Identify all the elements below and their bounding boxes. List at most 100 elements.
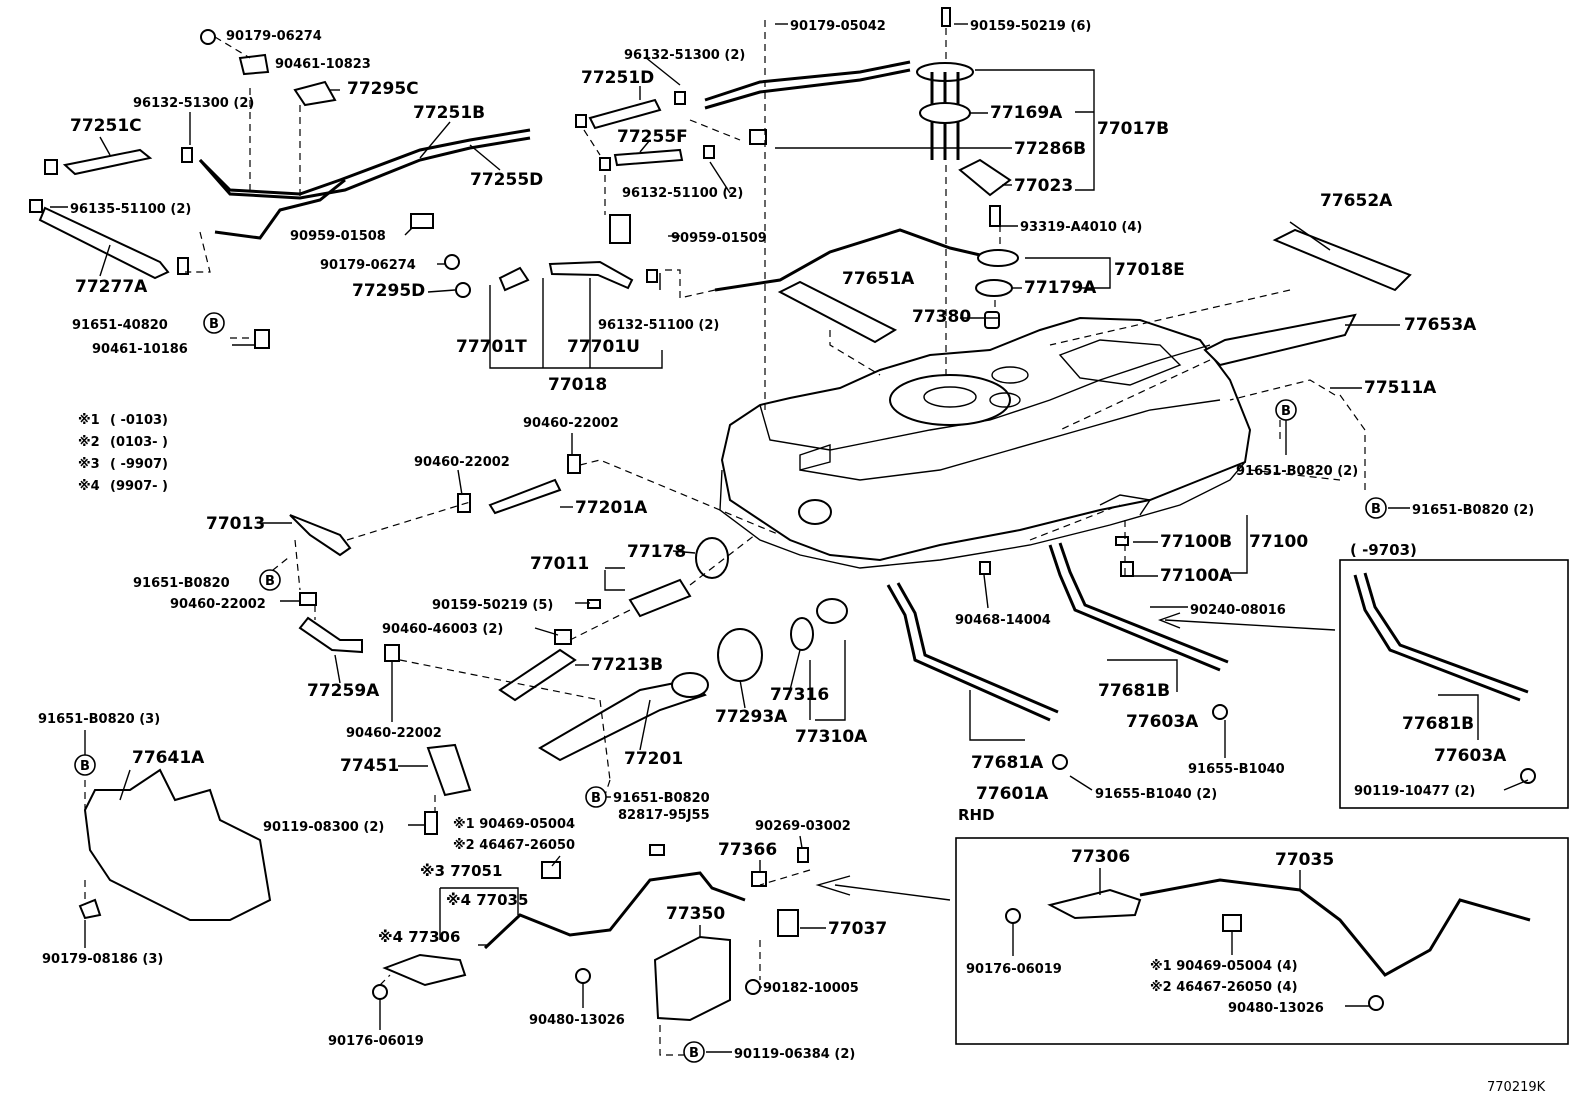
part-label-90119-10477: 90119-10477 (2) [1354, 784, 1475, 799]
fuel-tank [719, 316, 1252, 569]
part-label-90159-50219-5: 90159-50219 (5) [432, 598, 553, 613]
part-label-90959-01509: 90959-01509 [671, 231, 767, 246]
legend-mark-3: ※3 [78, 457, 100, 472]
dashed-leaders [84, 20, 1366, 1056]
part-label-90176-06019: 90176-06019 [328, 1034, 424, 1049]
part-label-77018E: 77018E [1114, 260, 1185, 280]
bolt-markers: B B B B B B B [74, 312, 1387, 1063]
part-label-96132-51100: 96132-51100 (2) [622, 186, 743, 201]
legend-range-4: (9907- ) [110, 479, 168, 494]
group-brackets [439, 69, 1479, 940]
svg-text:B: B [591, 791, 601, 806]
part-label-90119-06384: 90119-06384 (2) [734, 1047, 855, 1062]
part-label-77366: 77366 [718, 840, 777, 860]
part-label-90179-08186: 90179-08186 (3) [42, 952, 163, 967]
legend-mark-1: ※1 [78, 413, 100, 428]
part-label-96132-51300: 96132-51300 (2) [133, 96, 254, 111]
legend-mark-2: ※2 [78, 435, 100, 450]
part-label-77511A: 77511A [1364, 378, 1437, 398]
tank-straps [886, 536, 1536, 784]
svg-text:B: B [265, 574, 275, 589]
part-label-77350: 77350 [666, 904, 725, 924]
part-label-77652A: 77652A [1320, 191, 1393, 211]
part-label-90959-01508: 90959-01508 [290, 229, 386, 244]
part-label-91651-B0820-2a: 91651-B0820 (2) [1236, 464, 1358, 479]
pad-77653A [1203, 313, 1357, 367]
part-label-9703: ( -9703) [1350, 541, 1417, 559]
bolt-marker-6: B [74, 754, 96, 776]
part-label-46467-26050: ※2 46467-26050 [453, 838, 575, 853]
part-label-90240-08016: 90240-08016 [1190, 603, 1286, 618]
part-label-90460-22002-b: 90460-22002 [414, 455, 510, 470]
part-label-77293A: 77293A [715, 707, 788, 727]
svg-text:B: B [1371, 502, 1381, 517]
part-label-90480-13026: 90480-13026 [529, 1013, 625, 1028]
part-label-77100B: 77100B [1160, 532, 1232, 552]
heat-insulator [83, 768, 272, 921]
part-label-77316: 77316 [770, 685, 829, 705]
part-label-90461-10823: 90461-10823 [275, 57, 371, 72]
part-label-90460-22002-d: 90460-22002 [346, 726, 442, 741]
part-label-96135-51100: 96135-51100 (2) [70, 202, 191, 217]
part-label-77451: 77451 [340, 756, 399, 776]
part-label-90460-22002-c: 90460-22002 [170, 597, 266, 612]
legend-range-2: (0103- ) [110, 435, 168, 450]
part-label-77017B: 77017B [1097, 119, 1169, 139]
part-label-77310A: 77310A [795, 727, 868, 747]
part-label-77037: 77037 [828, 919, 887, 939]
part-label-77011: 77011 [530, 554, 589, 574]
part-label-90460-46003: 90460-46003 (2) [382, 622, 503, 637]
part-label-77601A: 77601A [976, 784, 1049, 804]
part-label-77681A: 77681A [971, 753, 1044, 773]
part-label-90480-13026-b: 90480-13026 [1228, 1001, 1324, 1016]
part-label-77251C: 77251C [70, 116, 142, 136]
svg-text:B: B [1281, 404, 1291, 419]
part-label-90269-03002: 90269-03002 [755, 819, 851, 834]
part-label-82817-95J55: 82817-95J55 [618, 808, 710, 823]
part-label-77251B: 77251B [413, 103, 485, 123]
part-label-91651-B0820-2b: 91651-B0820 (2) [1412, 503, 1534, 518]
bolt-marker-7: B [683, 1041, 705, 1063]
part-label-77306-4: ※4 77306 [378, 928, 460, 946]
part-label-77380: 77380 [912, 307, 971, 327]
part-label-90179-06274: 90179-06274 [226, 29, 322, 44]
svg-text:B: B [80, 759, 90, 774]
part-label-77603A: 77603A [1126, 712, 1199, 732]
arrow-to-strap [1158, 612, 1336, 631]
part-label-77295D: 77295D [352, 281, 425, 301]
part-label-77651A: 77651A [842, 269, 915, 289]
bolt-marker-3: B [1365, 497, 1387, 519]
diagram-reference-code: 770219K [1487, 1080, 1546, 1095]
part-label-90179-06274-b: 90179-06274 [320, 258, 416, 273]
part-label-77641A: 77641A [132, 748, 205, 768]
part-label-90468-14004: 90468-14004 [955, 613, 1051, 628]
inset-box-rhd [955, 837, 1569, 1045]
rhd-label: RHD [958, 806, 995, 824]
fuel-lid-cable [372, 844, 1531, 1022]
part-label-77023: 77023 [1014, 176, 1073, 196]
part-label-77295C: 77295C [347, 79, 419, 99]
part-label-77701T: 77701T [456, 337, 527, 357]
part-label-77178: 77178 [627, 542, 686, 562]
svg-text:B: B [689, 1046, 699, 1061]
part-label-77603A-inset: 77603A [1434, 746, 1507, 766]
part-label-90469-05004-4: ※1 90469-05004 (4) [1150, 959, 1298, 974]
legend-range-1: ( -0103) [110, 413, 168, 428]
part-label-46467-26050-4: ※2 46467-26050 (4) [1150, 980, 1298, 995]
part-label-90182-10005: 90182-10005 [763, 981, 859, 996]
bolt-marker-2: B [1275, 399, 1297, 421]
part-label-77653A: 77653A [1404, 315, 1477, 335]
part-label-77100A: 77100A [1160, 566, 1233, 586]
label-leaders [50, 23, 1529, 1053]
part-label-77259A: 77259A [307, 681, 380, 701]
clip-90179-08186 [78, 898, 102, 920]
part-label-77681B-inset: 77681B [1402, 714, 1474, 734]
part-label-91651-40820: 91651-40820 [72, 318, 168, 333]
inset-box-9703 [1339, 559, 1569, 809]
part-label-90119-08300: 90119-08300 (2) [263, 820, 384, 835]
fuel-pump-assembly [916, 7, 1019, 329]
part-label-77100: 77100 [1249, 532, 1308, 552]
part-label-77255F: 77255F [617, 127, 688, 147]
part-label-77035-4: ※4 77035 [446, 891, 528, 909]
